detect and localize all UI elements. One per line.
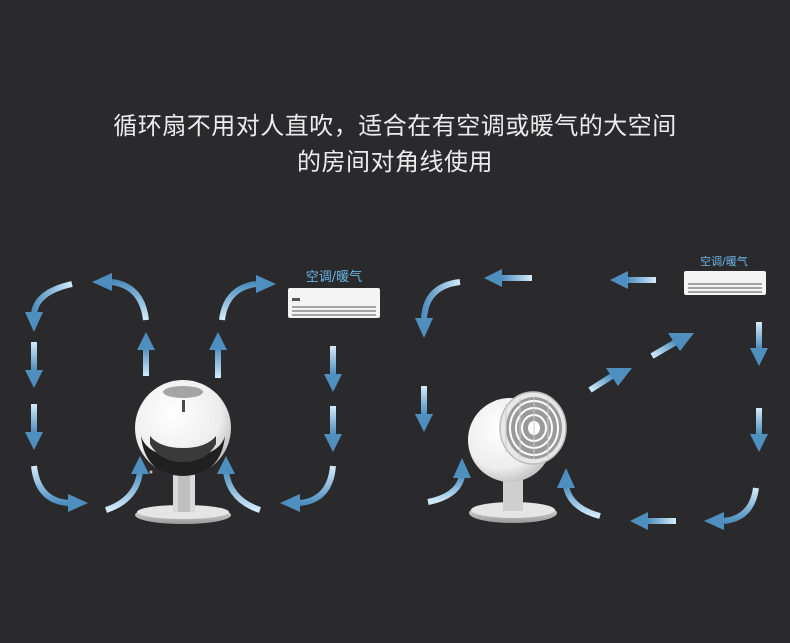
air-flow-arrow bbox=[324, 406, 342, 452]
air-flow-arrow bbox=[704, 487, 759, 530]
air-flow-arrow bbox=[650, 333, 694, 359]
circulation-fan-angled bbox=[468, 391, 567, 523]
air-flow-arrow bbox=[25, 281, 73, 332]
air-flow-arrow bbox=[427, 458, 471, 505]
air-flow-arrow bbox=[324, 346, 342, 392]
air-flow-arrow bbox=[750, 408, 768, 452]
air-flow-arrow bbox=[750, 322, 768, 366]
air-flow-arrow bbox=[209, 332, 227, 378]
air-flow-arrow bbox=[217, 456, 262, 513]
air-flow-arrow bbox=[92, 273, 149, 321]
left-scene: 空调/暖气 bbox=[25, 269, 380, 524]
air-flow-arrow bbox=[557, 468, 601, 519]
page-heading: 循环扇不用对人直吹，适合在有空调或暖气的大空间 的房间对角线使用 bbox=[0, 108, 790, 180]
air-flow-arrow bbox=[415, 386, 433, 432]
air-flow-arrow bbox=[610, 271, 656, 289]
air-flow-arrow bbox=[25, 404, 43, 450]
air-flow-arrow bbox=[415, 279, 461, 338]
heading-line-1: 循环扇不用对人直吹，适合在有空调或暖气的大空间 bbox=[113, 112, 677, 140]
air-flow-arrow bbox=[484, 269, 532, 287]
air-flow-arrow bbox=[104, 456, 149, 513]
ac-label: 空调/暖气 bbox=[700, 254, 748, 268]
air-flow-arrow bbox=[630, 512, 676, 530]
heading-line-2: 的房间对角线使用 bbox=[297, 148, 493, 176]
air-flow-arrow bbox=[588, 368, 632, 393]
air-flow-arrow bbox=[25, 342, 43, 388]
air-conditioner-icon bbox=[684, 271, 766, 295]
circulation-fan-front bbox=[135, 380, 231, 524]
right-scene: 空调/暖气 bbox=[415, 254, 768, 530]
ac-label: 空调/暖气 bbox=[306, 269, 362, 285]
air-flow-arrow bbox=[280, 465, 336, 512]
air-flow-arrow bbox=[31, 465, 88, 512]
air-flow-arrow bbox=[137, 332, 155, 376]
air-flow-arrow bbox=[219, 275, 276, 321]
air-conditioner-icon bbox=[288, 288, 380, 318]
